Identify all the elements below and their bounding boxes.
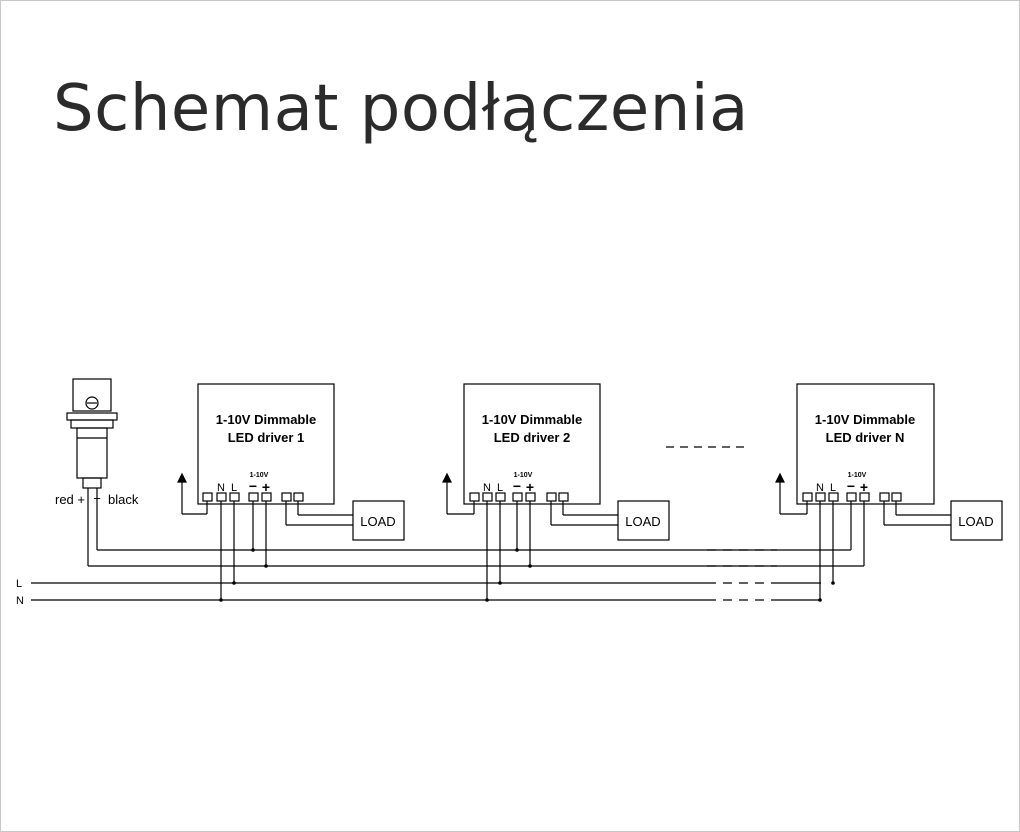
load-2-label: LOAD [625,514,660,529]
driver-1-dim-label: 1-10V [250,472,269,479]
driver-1-l-label: L [231,482,237,494]
driver-1 [177,383,405,600]
junction-dots [219,548,835,602]
load-n [950,500,1003,541]
driver-2-dim-label: 1-10V [514,472,533,479]
load-1 [352,500,405,541]
driver-2-l-label: L [497,482,503,494]
sensor-red-label: red + [55,492,85,507]
driver-n-box [796,383,935,505]
sensor-black-label: black [108,492,139,507]
load-n-label: LOAD [958,514,993,529]
driver-n-minus-label: − [847,478,855,494]
driver-2-box [463,383,601,505]
driver-n-title: 1-10V Dimmable [815,412,915,427]
driver-n [775,383,1003,600]
driver-n-dim-label: 1-10V [848,472,867,479]
driver-1-minus-label: − [249,478,257,494]
live-line-label: L [16,578,22,590]
driver-n-plus-label: + [860,479,868,495]
driver-1-plus-label: + [262,479,270,495]
driver-2 [442,383,670,600]
driver-2-subtitle: LED driver 2 [494,430,571,445]
photocell-sensor [66,378,118,566]
driver-2-minus-label: − [513,478,521,494]
driver-1-subtitle: LED driver 1 [228,430,305,445]
load-2 [617,500,670,541]
driver-2-title: 1-10V Dimmable [482,412,582,427]
driver-1-n-label: N [217,482,225,494]
driver-n-subtitle: LED driver N [826,430,905,445]
driver-n-l-label: L [830,482,836,494]
neutral-line-label: N [16,595,24,607]
driver-n-n-label: N [816,482,824,494]
sensor-minus-label: − [93,491,101,506]
sensor-eye [85,396,99,410]
driver-1-title: 1-10V Dimmable [216,412,316,427]
driver-2-n-label: N [483,482,491,494]
page-title: Schemat podłączenia [53,72,749,146]
driver-2-plus-label: + [526,479,534,495]
sensor-body [76,427,108,479]
sensor-cap [72,378,112,412]
load-1-label: LOAD [360,514,395,529]
